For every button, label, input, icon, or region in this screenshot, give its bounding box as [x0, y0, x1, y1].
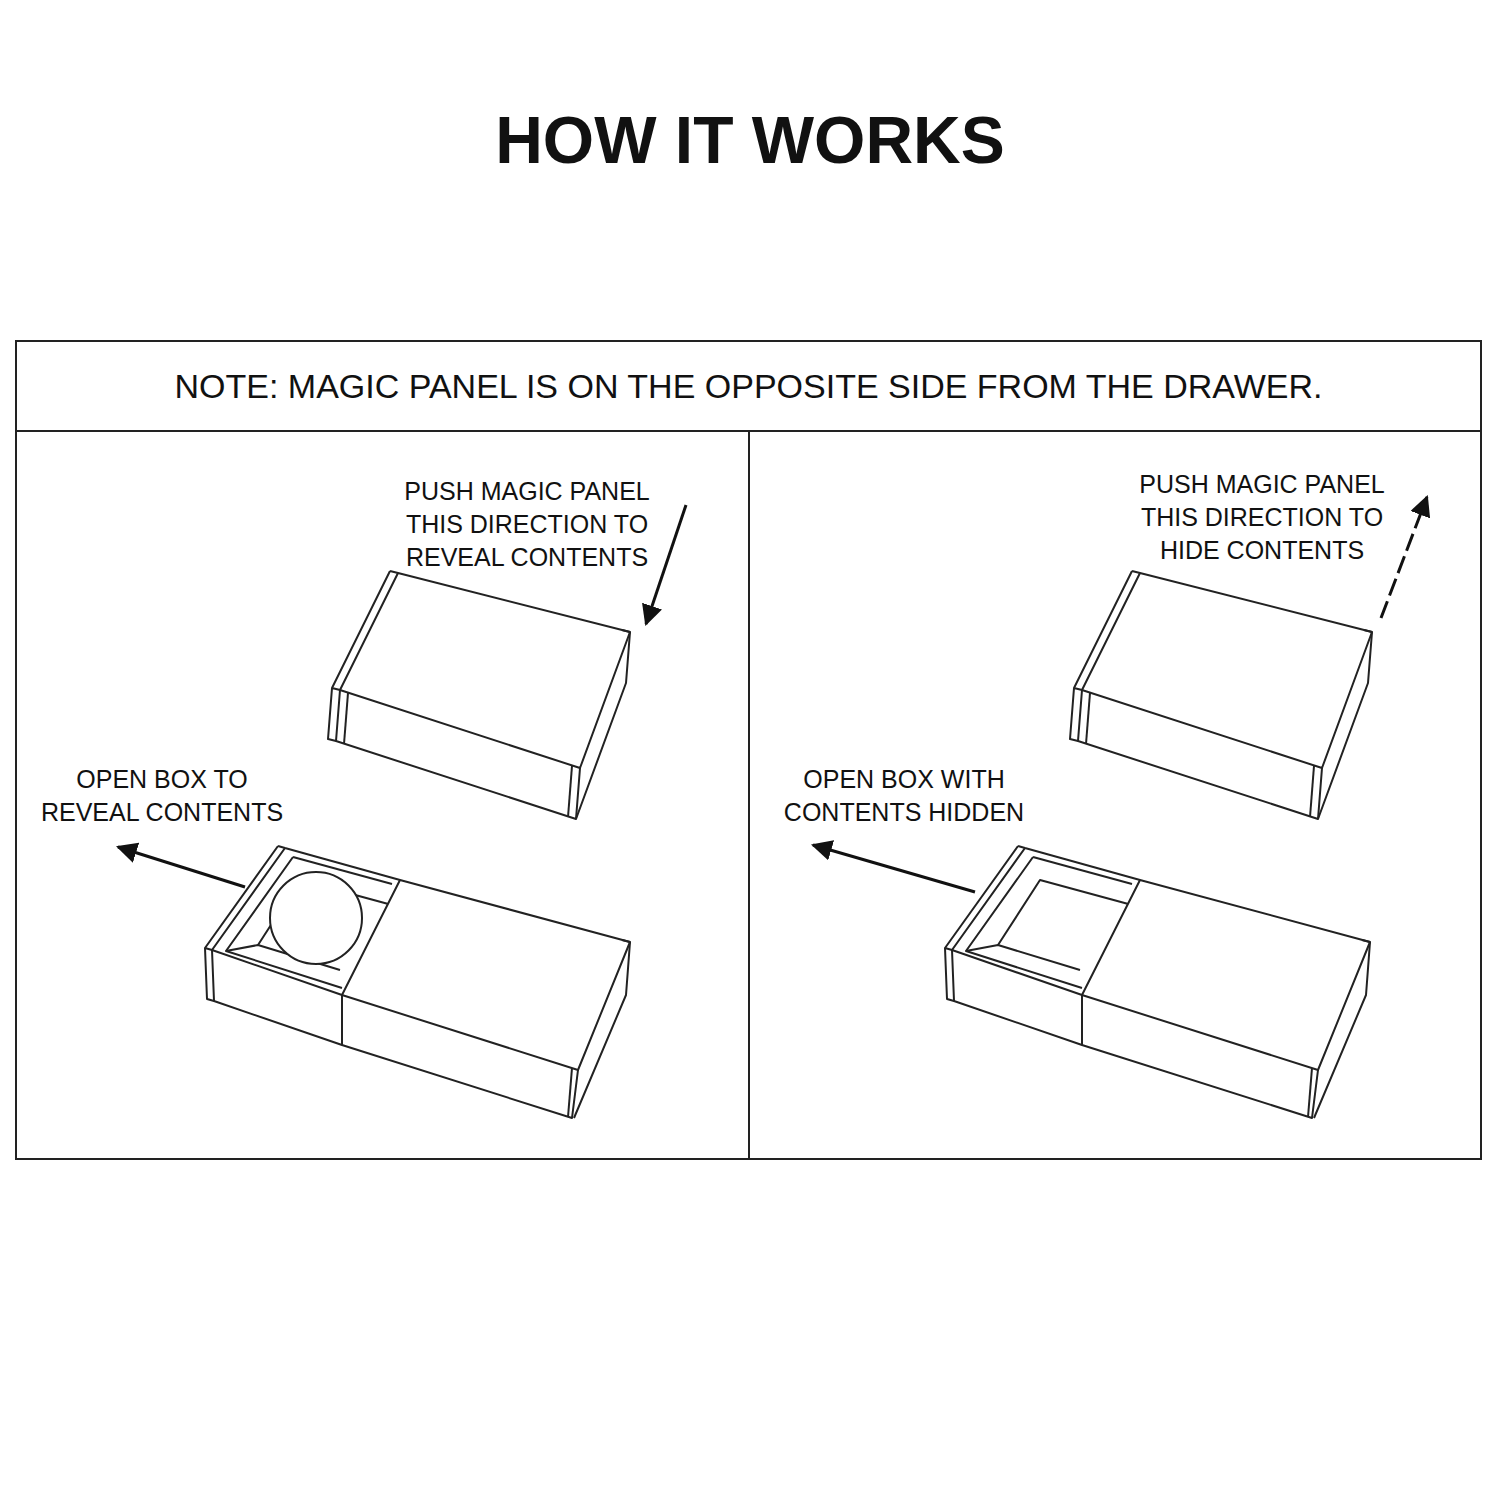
closed-box [1070, 571, 1372, 819]
page-title: HOW IT WORKS [0, 100, 1500, 180]
note-text: NOTE: MAGIC PANEL IS ON THE OPPOSITE SID… [175, 365, 1323, 407]
closed-box [328, 571, 630, 819]
instruction-text: PUSH MAGIC PANEL THIS DIRECTION TO HIDE … [1117, 468, 1407, 567]
ball [270, 872, 362, 964]
instruction-text: OPEN BOX WITH CONTENTS HIDDEN [774, 763, 1034, 829]
left-panel: PUSH MAGIC PANEL THIS DIRECTION TO REVEA… [15, 430, 750, 1160]
push-arrow [646, 505, 686, 624]
instruction-text: PUSH MAGIC PANEL THIS DIRECTION TO REVEA… [382, 475, 672, 574]
open-arrow [813, 845, 975, 892]
note-row: NOTE: MAGIC PANEL IS ON THE OPPOSITE SID… [15, 340, 1482, 432]
instruction-text: OPEN BOX TO REVEAL CONTENTS [32, 763, 292, 829]
open-arrow [118, 847, 245, 887]
open-box [945, 846, 1370, 1118]
right-panel: PUSH MAGIC PANEL THIS DIRECTION TO HIDE … [748, 430, 1482, 1160]
open-box [205, 846, 630, 1118]
push-arrow [1381, 497, 1427, 618]
